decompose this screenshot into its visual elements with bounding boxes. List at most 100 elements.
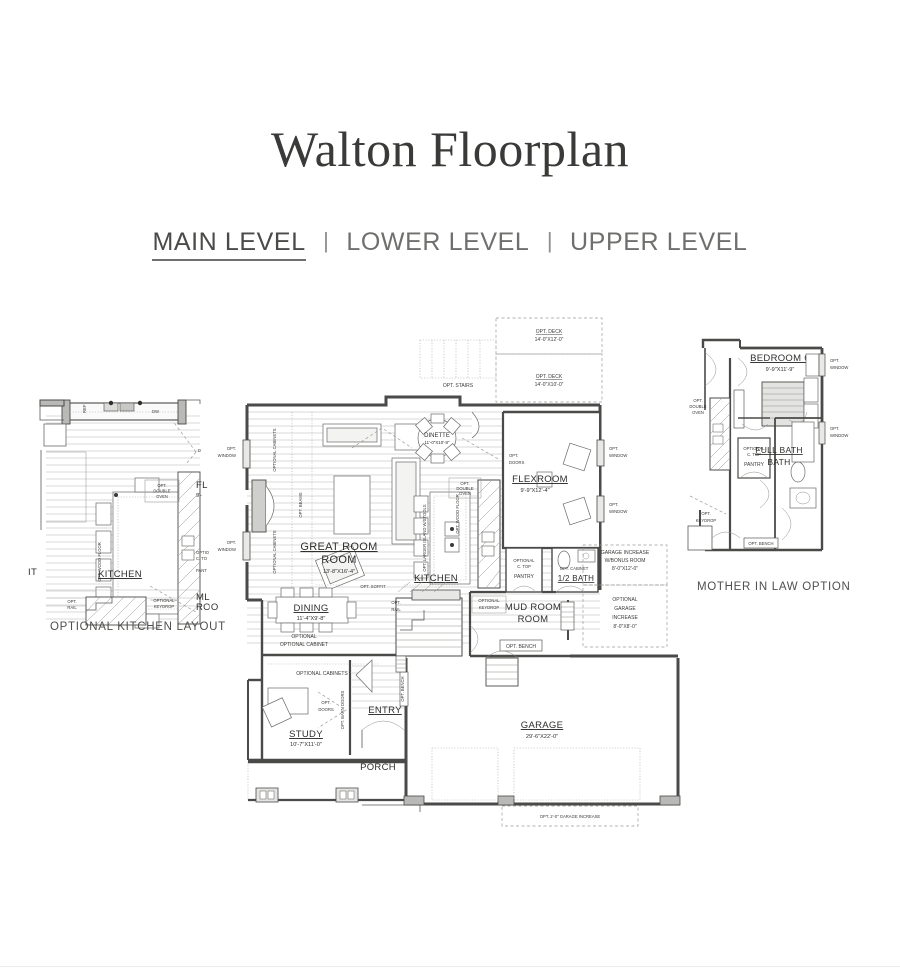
svg-text:OPT.: OPT. (830, 426, 839, 431)
room-great-room-dim: 13'-8"X16'-4" (323, 569, 355, 575)
svg-text:DOUBLE: DOUBLE (153, 489, 170, 494)
mil-room-pantry-name: PANTRY (744, 462, 764, 468)
svg-text:OPT.: OPT. (509, 453, 518, 458)
opt-deck-lower: OPT. DECK 14'-0"X10'-0" (495, 353, 603, 403)
svg-text:OPT.: OPT. (460, 481, 469, 486)
room-mud-room-name: MUD ROOM (505, 602, 561, 613)
room-porch-name: PORCH (360, 762, 396, 773)
fireplace (251, 479, 275, 533)
room-mud-room[interactable]: MUD ROOM ROOM OPT. BENCH (468, 590, 575, 658)
svg-text:WINDOW: WINDOW (609, 453, 627, 458)
optional-kitchen-layout-plan[interactable]: REF DW (28, 399, 219, 630)
svg-text:DOUBLE: DOUBLE (456, 486, 473, 491)
svg-text:OPTIONAL: OPTIONAL (743, 446, 765, 451)
svg-text:RAIL: RAIL (67, 605, 77, 610)
svg-text:C. TOP: C. TOP (517, 564, 531, 569)
svg-text:OPT. WOOD FLOOR: OPT. WOOD FLOOR (455, 494, 460, 534)
svg-text:OPT.: OPT. (693, 398, 702, 403)
nav-separator-1: | (323, 228, 329, 253)
floorplan-drawing[interactable]: REF DW (0, 300, 900, 900)
room-flexroom[interactable]: FLEXROOM 9'-9"X12'-4" OPT. DOORS (351, 405, 600, 550)
svg-text:OVEN: OVEN (459, 491, 471, 496)
footer-divider (0, 966, 900, 967)
svg-text:IT: IT (28, 567, 37, 578)
svg-text:OPT.: OPT. (391, 600, 400, 605)
room-dinette[interactable]: DINETTE 11'-0"X10'-8" (415, 413, 461, 464)
room-garage-name: GARAGE (521, 720, 563, 731)
svg-text:OPTIO: OPTIO (196, 550, 210, 555)
tab-lower-level[interactable]: LOWER LEVEL (346, 228, 530, 256)
svg-text:C. TO: C. TO (196, 556, 208, 561)
opt-deck-upper: OPT. DECK 14'-0"X12'-0" (495, 317, 603, 355)
svg-text:OPT. BENCH: OPT. BENCH (748, 541, 773, 546)
room-study[interactable]: OPT. DOORS STUDY 10'-7"X11'-0" OPT. BARN… (261, 660, 352, 755)
mother-in-law-option-plan[interactable]: BEDROOM 6 9'-9"X11'-9" (687, 338, 848, 552)
opt-garage-depth-label: OPT. 2'-0" GARAGE INCREASE (540, 814, 601, 819)
opt-windows-west: OPT. WINDOW OPT. WINDOW (218, 439, 251, 561)
opt-stairs: OPT. STAIRS (419, 339, 497, 389)
room-flexroom-dim: 9'-9"X12'-4" (520, 488, 549, 494)
room-garage[interactable]: GARAGE 29'-6"X22'-0" OPT. 2'-0" GARAGE I… (403, 650, 681, 827)
tab-main-level[interactable]: MAIN LEVEL (152, 228, 306, 261)
room-half-bath[interactable]: OPT. CABINET 1/2 BATH (551, 547, 599, 593)
optional-cabinet-label-1: OPTIONAL (291, 634, 317, 640)
opt-larger-island-label: OPT. LARGER ISLAND W/STOOLS (422, 504, 427, 571)
room-garage-dim: 29'-6"X22'-0" (526, 734, 558, 740)
opt-barn-doors-label: OPT. BARN DOORS (340, 690, 345, 729)
svg-text:FL: FL (196, 480, 208, 491)
garage-bonus-line2: W/BONUS ROOM (605, 558, 646, 564)
svg-text:9'-: 9'- (196, 493, 202, 499)
svg-text:WINDOW: WINDOW (830, 433, 848, 438)
svg-text:D: D (198, 448, 201, 453)
svg-text:OPTIONAL CABINETS: OPTIONAL CABINETS (272, 530, 277, 573)
opt-windows-east: OPT. WINDOW OPT. WINDOW (596, 439, 627, 523)
svg-text:OPT. BEAMS: OPT. BEAMS (298, 492, 303, 517)
garage-side-bench: OPT. BENCH (395, 655, 409, 707)
svg-text:OPTIONAL: OPTIONAL (513, 558, 535, 563)
svg-text:KEYDROP: KEYDROP (154, 604, 175, 609)
opt-soffit-label: OPT. SOFFIT (360, 584, 386, 589)
mil-room-pantry[interactable]: OPTIONAL C. TOP PANTRY (737, 417, 771, 479)
room-pantry[interactable]: OPTIONAL C. TOP PANTRY (505, 547, 543, 593)
room-full-bath[interactable]: FULL BATH BATH (755, 417, 822, 550)
svg-text:OPT.: OPT. (830, 358, 839, 363)
room-kitchen[interactable]: OPT. LARGER ISLAND W/STOOLS OPT. DOUBLE … (413, 477, 501, 589)
room-full-bath-name: FULL BATH (755, 445, 803, 455)
room-bedroom-6-dim: 9'-9"X11'-9" (766, 367, 795, 373)
svg-text:KEYDROP: KEYDROP (696, 518, 717, 523)
okl-optional-keydrop: OPTIONAL KEYDROP (149, 585, 197, 613)
okl-opt-double-oven: OPT. DOUBLE OVEN (144, 479, 180, 503)
okl-wall-hatch (177, 471, 201, 625)
room-dining[interactable]: DINING 11'-4"X9'-8" OPTIONAL OPTIONAL CA… (267, 587, 357, 648)
opt-deck-upper-label: OPT. DECK (536, 329, 563, 335)
opt-garage-bonus: GARAGE INCREASE W/BONUS ROOM 8'-0"X12'-0… (582, 544, 668, 586)
room-porch[interactable]: PORCH (247, 760, 437, 812)
room-pantry-name: PANTRY (514, 574, 534, 580)
room-study-dim: 10'-7"X11'-0" (290, 742, 322, 748)
svg-text:DOORS: DOORS (509, 460, 525, 465)
room-study-name: STUDY (289, 729, 323, 740)
mil-opt-windows: OPT. WINDOW OPT. WINDOW (818, 353, 848, 445)
room-great-room-name2: ROOM (321, 554, 356, 566)
svg-text:OPT.: OPT. (701, 511, 710, 516)
room-mud-room-name2: ROOM (518, 614, 549, 625)
opt-deck-lower-label: OPT. DECK (536, 374, 563, 380)
page-title: Walton Floorplan (270, 120, 630, 177)
room-half-bath-name: 1/2 BATH (558, 574, 595, 583)
opt-deck-lower-dim: 14'-0"X10'-0" (535, 382, 564, 388)
svg-text:WINDOW: WINDOW (830, 365, 848, 370)
okl-walls (39, 399, 201, 530)
svg-text:ML: ML (196, 592, 210, 603)
main-level-plan[interactable]: OPT. DECK 14'-0"X12'-0" OPT. DECK 14'-0"… (218, 317, 681, 827)
tab-upper-level[interactable]: UPPER LEVEL (570, 228, 748, 256)
opt-stairs-label: OPT. STAIRS (443, 383, 474, 389)
room-great-room-name: GREAT ROOM (300, 541, 377, 553)
room-entry-name: ENTRY (368, 705, 402, 716)
garage-increase-line3: INCREASE (612, 615, 638, 621)
room-dining-dim: 11'-4"X9'-8" (297, 616, 326, 622)
room-bedroom-6-name: BEDROOM 6 (750, 353, 810, 364)
svg-text:OPTIONAL: OPTIONAL (478, 598, 500, 603)
room-dining-name: DINING (293, 603, 328, 614)
svg-text:OPT. BENCH: OPT. BENCH (400, 676, 405, 701)
svg-text:OPT.: OPT. (227, 446, 236, 451)
